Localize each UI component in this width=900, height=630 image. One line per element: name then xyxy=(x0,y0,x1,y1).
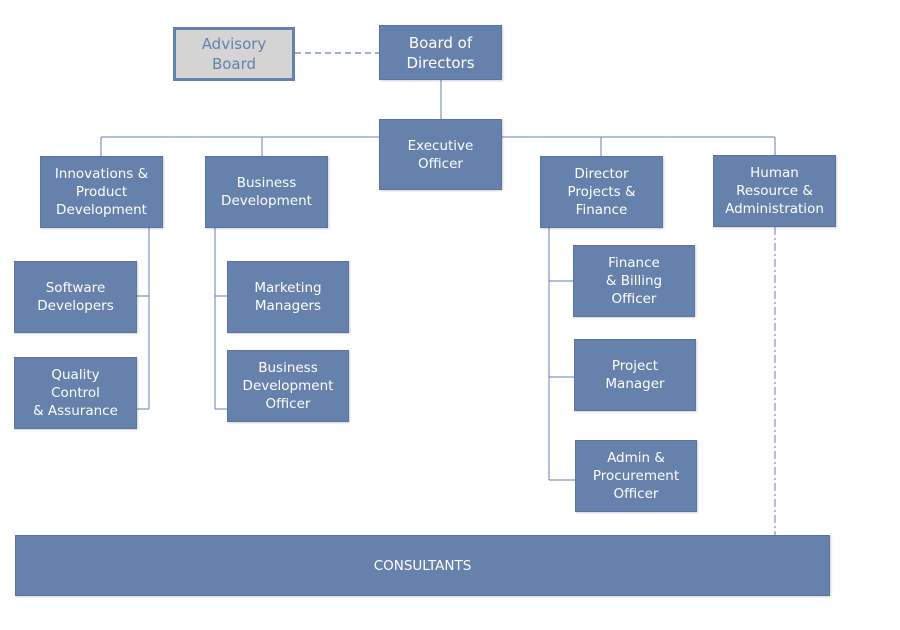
business-development-officer-box: Business Development Officer xyxy=(227,350,349,422)
advisory-board-box: Advisory Board xyxy=(173,27,295,81)
human-resource-box: Human Resource & Administration xyxy=(713,155,836,227)
finance-billing-officer-box: Finance & Billing Officer xyxy=(573,245,695,317)
board-of-directors-box: Board of Directors xyxy=(379,25,502,80)
business-development-box: Business Development xyxy=(205,156,328,228)
executive-officer-box: Executive Officer xyxy=(379,119,502,190)
marketing-managers-box: Marketing Managers xyxy=(227,261,349,333)
innovations-box: Innovations & Product Development xyxy=(40,156,163,228)
consultants-box: CONSULTANTS xyxy=(15,535,830,596)
director-projects-box: Director Projects & Finance xyxy=(540,156,663,228)
quality-control-box: Quality Control & Assurance xyxy=(14,357,137,429)
admin-procurement-officer-box: Admin & Procurement Officer xyxy=(575,440,697,512)
software-developers-box: Software Developers xyxy=(14,261,137,333)
project-manager-box: Project Manager xyxy=(574,339,696,411)
